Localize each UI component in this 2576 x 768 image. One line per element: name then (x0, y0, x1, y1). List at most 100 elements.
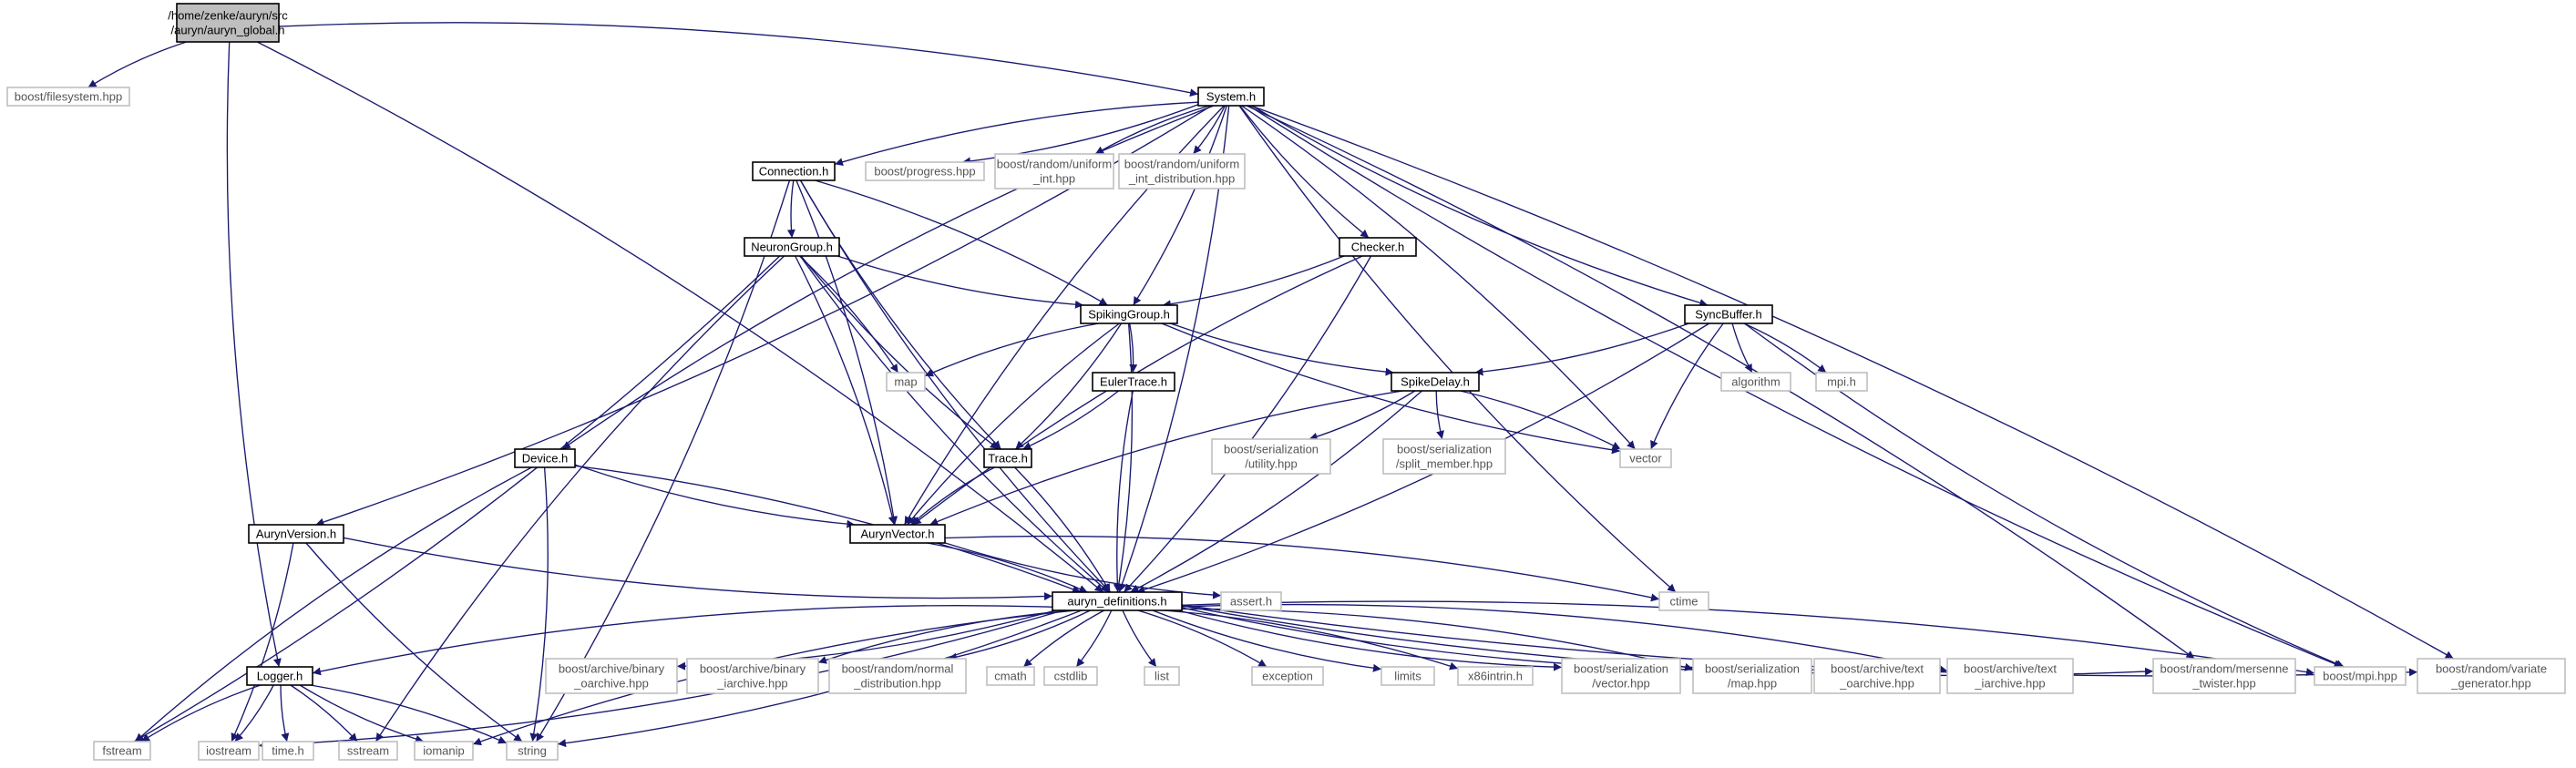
edge-system-to-connection (834, 101, 1199, 167)
edges-layer (87, 22, 2455, 750)
node-connection[interactable]: Connection.h (752, 161, 836, 181)
node-variate-label: boost/random/variate (2436, 662, 2547, 676)
edge-neurongroup-to-trace (800, 255, 1000, 450)
edge-connection-to-auryn-definitions (799, 179, 1111, 593)
node-neurongroup-label: NeuronGroup.h (751, 241, 833, 254)
node-iomanip-box (414, 741, 474, 761)
node-auryn-definitions[interactable]: auryn_definitions.h (1052, 591, 1183, 611)
node-cmath-label: cmath (994, 670, 1026, 683)
nodes-layer: /home/zenke/auryn/src/auryn/auryn_global… (6, 3, 2566, 761)
node-spikedelay-box (1391, 372, 1480, 392)
node-algorithm-box (1720, 372, 1791, 392)
node-aurynversion-label: AurynVersion.h (256, 527, 336, 541)
edge-neurongroup-to-sstream (375, 255, 785, 742)
edge-spikinggroup-to-trace (1014, 323, 1123, 450)
edge-syncbuffer-to-algorithm (1731, 323, 1753, 374)
node-auryn-global-label: /home/zenke/auryn/src (168, 9, 288, 23)
node-system-box (1197, 87, 1265, 107)
edge-eulertrace-to-auryn-definitions (1113, 390, 1134, 593)
edge-neurongroup-to-map (798, 255, 899, 374)
node-spikinggroup-label: SpikingGroup.h (1088, 308, 1170, 322)
edge-logger-to-sstream (290, 684, 358, 742)
node-time-h-box (262, 741, 314, 761)
node-progress-box (865, 161, 985, 181)
edge-syncbuffer-to-auryn-definitions (1136, 323, 1710, 594)
node-mpi-h-box (1815, 372, 1868, 392)
edge-device-to-aurynvector (574, 464, 856, 528)
node-system[interactable]: System.h (1197, 87, 1265, 107)
node-spikedelay[interactable]: SpikeDelay.h (1391, 372, 1480, 392)
node-boost-mpi-label: boost/mpi.hpp (2323, 670, 2397, 683)
node-ser-vector-box (1561, 658, 1681, 694)
node-string: string (506, 741, 559, 761)
node-boost-mpi-box (2314, 666, 2407, 686)
edge-connection-to-trace (799, 179, 1001, 450)
node-trace[interactable]: Trace.h (983, 448, 1032, 468)
node-device[interactable]: Device.h (514, 448, 576, 468)
edge-logger-to-iostream (234, 684, 274, 742)
node-exception-box (1251, 666, 1324, 686)
node-ser-utility-box (1211, 438, 1331, 475)
edge-system-to-device (561, 105, 1215, 450)
node-x86intrin: x86intrin.h (1457, 666, 1534, 686)
node-eulertrace[interactable]: EulerTrace.h (1092, 372, 1175, 392)
node-ser-utility-label: /utility.hpp (1245, 457, 1298, 471)
node-progress: boost/progress.hpp (865, 161, 985, 181)
node-vector-box (1619, 448, 1672, 468)
node-logger-box (246, 666, 313, 686)
node-mersenne: boost/random/mersenne_twister.hpp (2152, 658, 2296, 694)
node-uniform-int-dist-box (1118, 153, 1246, 189)
node-checker-label: Checker.h (1351, 241, 1405, 254)
node-auryn-global-label: /auryn/auryn_global.h (170, 24, 284, 37)
node-map-label: map (894, 375, 917, 389)
node-iostream-box (198, 741, 260, 761)
node-spikinggroup[interactable]: SpikingGroup.h (1080, 304, 1178, 324)
edge-auryn-global-to-filesystem (87, 41, 187, 88)
edge-spikedelay-to-ser-utility (1309, 390, 1416, 441)
edge-syncbuffer-to-mpi-h (1743, 323, 1827, 374)
edge-spikedelay-to-aurynvector (929, 390, 1403, 526)
node-aurynversion[interactable]: AurynVersion.h (248, 524, 344, 544)
edge-spikedelay-to-vector (1460, 390, 1621, 450)
node-trace-label: Trace.h (988, 452, 1028, 466)
node-text-iarchive-label: boost/archive/text (1964, 662, 2057, 676)
node-limits: limits (1380, 666, 1435, 686)
node-neurongroup[interactable]: NeuronGroup.h (744, 237, 840, 257)
node-ctime-label: ctime (1669, 595, 1698, 609)
node-map: map (886, 372, 926, 392)
node-progress-label: boost/progress.hpp (874, 165, 975, 179)
edge-spikinggroup-to-aurynvector (906, 323, 1120, 526)
node-checker[interactable]: Checker.h (1339, 237, 1417, 257)
node-syncbuffer-label: SyncBuffer.h (1695, 308, 1761, 322)
edge-spikinggroup-to-spikedelay (1170, 323, 1394, 376)
node-auryn-definitions-box (1052, 591, 1183, 611)
node-cstdlib: cstdlib (1043, 666, 1098, 686)
node-device-label: Device.h (522, 452, 569, 466)
edge-auryn-definitions-to-exception (1137, 609, 1267, 668)
node-ser-utility: boost/serialization/utility.hpp (1211, 438, 1331, 475)
edge-system-to-progress (961, 104, 1199, 166)
node-ser-map: boost/serialization/map.hpp (1692, 658, 1812, 694)
edge-logger-to-iomanip (299, 684, 425, 743)
node-auryn-global[interactable]: /home/zenke/auryn/src/auryn/auryn_global… (168, 3, 288, 43)
edge-device-to-auryn-definitions (574, 465, 1082, 593)
edge-auryn-definitions-to-limits (1152, 609, 1382, 672)
edge-trace-to-aurynvector (910, 466, 995, 526)
node-logger[interactable]: Logger.h (246, 666, 313, 686)
edge-aurynversion-to-string (305, 542, 523, 742)
edge-connection-to-neurongroup (786, 179, 795, 239)
node-text-oarchive-label: boost/archive/text (1831, 662, 1924, 676)
node-bin-oarchive-label: _oarchive.hpp (573, 677, 649, 691)
edge-eulertrace-to-trace (1022, 390, 1120, 450)
edge-spikinggroup-to-eulertrace (1129, 323, 1138, 374)
node-text-iarchive-label: _iarchive.hpp (1974, 677, 2045, 691)
node-syncbuffer[interactable]: SyncBuffer.h (1684, 304, 1773, 324)
edge-spikedelay-to-ser-split (1435, 390, 1444, 440)
edge-system-to-uniform-int-dist (1192, 105, 1226, 155)
node-bin-iarchive-label: boost/archive/binary (700, 662, 806, 676)
node-logger-label: Logger.h (257, 670, 303, 683)
node-aurynvector[interactable]: AurynVector.h (849, 524, 946, 544)
node-ser-split: boost/serialization/split_member.hpp (1382, 438, 1506, 475)
edge-system-to-spikinggroup (1133, 105, 1227, 306)
edge-auryn-definitions-to-cmath (1022, 609, 1105, 668)
